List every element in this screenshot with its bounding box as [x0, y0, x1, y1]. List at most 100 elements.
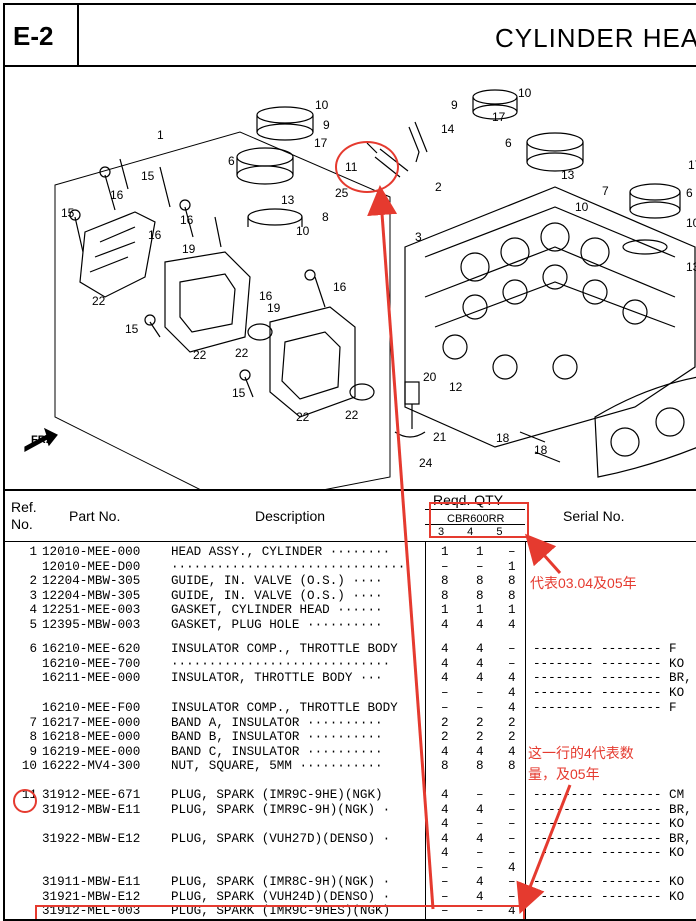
- qty-3-cell: –: [441, 875, 449, 889]
- svg-text:21: 21: [433, 430, 447, 444]
- qty-5-cell: 1: [508, 603, 516, 617]
- ref-cell: 3: [29, 588, 37, 603]
- qty-3-cell: 8: [441, 588, 449, 603]
- qty-5-cell: 8: [508, 759, 516, 773]
- svg-text:12: 12: [449, 380, 463, 394]
- table-header: Ref. No. Part No. Description Reqd. QTY …: [5, 491, 696, 541]
- qty-5-cell: 2: [508, 715, 516, 730]
- qty-4-cell: 4: [476, 617, 484, 632]
- qty-5-cell: –: [508, 642, 516, 656]
- part-no-cell: 31911-MBW-E11: [42, 875, 141, 889]
- description-cell: GUIDE, IN. VALVE (O.S.) ····: [171, 574, 383, 588]
- spark-plug-highlight-circle: [335, 141, 399, 193]
- qty-5-cell: –: [508, 846, 516, 860]
- qty-3-cell: –: [441, 889, 449, 904]
- serial-cell: -------- -------- KO: [533, 685, 685, 700]
- qty-5-cell: 4: [508, 701, 516, 715]
- part-no-cell: 16222-MV4-300: [42, 759, 141, 773]
- table-row: 16210-MEE-700···························…: [5, 657, 696, 671]
- serial-cell: -------- -------- KO: [533, 846, 685, 860]
- qty-5-cell: –: [508, 802, 516, 817]
- part-no-cell: 16211-MEE-000: [42, 671, 141, 685]
- arrow-to-row: [516, 784, 572, 914]
- qty-3-cell: 2: [441, 730, 449, 744]
- part-no-header: Part No.: [69, 508, 121, 524]
- qty-5-cell: –: [508, 817, 516, 831]
- description-cell: PLUG, SPARK (VUH27D)(DENSO) ·: [171, 831, 391, 846]
- svg-text:15: 15: [141, 169, 155, 183]
- svg-text:16: 16: [333, 280, 347, 294]
- qty-5-cell: 8: [508, 574, 516, 588]
- svg-text:10: 10: [315, 98, 329, 112]
- qty-4-cell: –: [476, 846, 484, 860]
- part-no-cell: 12204-MBW-305: [42, 588, 141, 603]
- qty-4-cell: 4: [476, 875, 484, 889]
- qty-4-cell: 1: [476, 603, 484, 617]
- qty-5-cell: 2: [508, 730, 516, 744]
- serial-cell: -------- -------- CM: [533, 788, 685, 802]
- table-row: ––4-------- -------- KO: [5, 686, 696, 700]
- qty-5-cell: –: [508, 831, 516, 846]
- qty-3-cell: 4: [441, 831, 449, 846]
- svg-text:10: 10: [575, 200, 589, 214]
- qty-4-cell: 4: [476, 656, 484, 671]
- qty-4-cell: 4: [476, 802, 484, 817]
- qty-5-cell: 4: [508, 685, 516, 700]
- qty-3-cell: –: [441, 701, 449, 715]
- svg-text:18: 18: [496, 431, 510, 445]
- qty-5-cell: 4: [508, 904, 516, 918]
- qty-3-cell: 4: [441, 656, 449, 671]
- description-cell: GASKET, PLUG HOLE ··········: [171, 617, 383, 632]
- qty-3-cell: 4: [441, 744, 449, 759]
- qty-3-cell: 4: [441, 802, 449, 817]
- serial-cell: -------- -------- KO: [533, 889, 685, 904]
- svg-text:16: 16: [110, 188, 124, 202]
- description-cell: PLUG, SPARK (IMR9C-9HE)(NGK): [171, 788, 383, 802]
- serial-cell: -------- -------- F: [533, 701, 677, 715]
- description-cell: PLUG, SPARK (VUH24D)(DENSO) ·: [171, 889, 391, 904]
- svg-text:8: 8: [322, 210, 329, 224]
- part-no-cell: 16219-MEE-000: [42, 744, 141, 759]
- part-no-cell: 16210-MEE-700: [42, 656, 141, 671]
- qty-4-cell: –: [476, 904, 484, 918]
- part-no-cell: 31912-MEE-671: [42, 788, 141, 802]
- qty-4-cell: 4: [476, 642, 484, 656]
- qty-right-rule: [525, 542, 526, 919]
- part-no-cell: 31912-MEL-003: [42, 904, 141, 918]
- qty-5-cell: 4: [508, 860, 516, 875]
- description-cell: PLUG, SPARK (IMR8C-9H)(NGK) ·: [171, 875, 391, 889]
- serial-cell: -------- -------- BR,: [533, 802, 692, 817]
- part-no-cell: 16217-MEE-000: [42, 715, 141, 730]
- description-header: Description: [255, 508, 326, 524]
- svg-text:7: 7: [602, 184, 609, 198]
- description-cell: PLUG, SPARK (IMR9C-9H)(NGK) ·: [171, 802, 391, 817]
- qty-3-cell: 4: [441, 617, 449, 632]
- qty-4-cell: –: [476, 701, 484, 715]
- svg-text:15: 15: [125, 322, 139, 336]
- qty-4-cell: 4: [476, 889, 484, 904]
- page-title: CYLINDER HEAD: [495, 23, 696, 53]
- description-cell: BAND A, INSULATOR ··········: [171, 715, 383, 730]
- description-cell: INSULATOR COMP., THROTTLE BODY: [171, 642, 398, 656]
- qty-4-cell: 8: [476, 588, 484, 603]
- header-rule: [425, 509, 525, 510]
- svg-text:15: 15: [232, 386, 246, 400]
- ref-cell: 10: [21, 759, 37, 773]
- ref-cell: 5: [29, 617, 37, 632]
- part-no-cell: 12395-MBW-003: [42, 617, 141, 632]
- qty-3-cell: 1: [441, 545, 449, 559]
- ref-11-highlight-circle: [13, 789, 37, 813]
- ref-cell: 8: [29, 730, 37, 744]
- description-cell: HEAD ASSY., CYLINDER ········: [171, 545, 391, 559]
- qty-4-cell: –: [476, 685, 484, 700]
